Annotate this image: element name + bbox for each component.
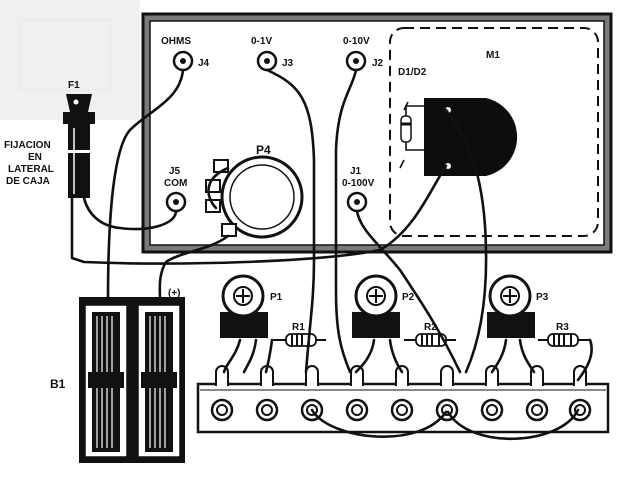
trimmer-p2 <box>352 274 400 338</box>
label-j1-name: 0-100V <box>342 178 375 189</box>
label-fix-line1: FIJACION <box>4 140 51 151</box>
label-j1-id: J1 <box>350 166 362 177</box>
label-j5-id: J5 <box>169 166 181 177</box>
label-j4-id: J4 <box>198 58 210 69</box>
terminal-lug <box>305 365 319 386</box>
terminal-lug <box>350 365 364 386</box>
resistor-r3 <box>538 333 590 347</box>
label-fix-line3: LATERAL <box>8 164 54 175</box>
trimmer-p1 <box>220 274 268 338</box>
terminal-lug <box>485 365 499 386</box>
trimmer-p3 <box>487 274 535 338</box>
label-j3-id: J3 <box>282 58 294 69</box>
label-battery: B1 <box>50 377 66 391</box>
label-trim2: P2 <box>402 292 415 303</box>
wiring <box>70 68 593 441</box>
label-j3-name: 0-1V <box>251 36 272 47</box>
fuse-holder-f1 <box>63 94 95 198</box>
label-j4-name: OHMS <box>161 36 191 47</box>
label-j2-id: J2 <box>372 58 384 69</box>
resistor-r1 <box>272 333 326 347</box>
terminal-screw-center <box>351 404 363 416</box>
label-battery-plus: (+) <box>168 288 181 299</box>
label-res3: R3 <box>556 322 569 333</box>
labels: OHMS J4 0-1V J3 0-10V J2 M1 D1/D2 P4 J5 … <box>4 36 569 391</box>
battery-holder-b1 <box>79 297 185 463</box>
label-res1: R1 <box>292 322 305 333</box>
meter-body <box>424 98 518 176</box>
resistor-r2 <box>404 333 456 347</box>
terminal-screw-center <box>261 404 273 416</box>
label-diodes: D1/D2 <box>398 67 427 78</box>
label-meter-id: M1 <box>486 50 500 61</box>
terminal-screw-center <box>531 404 543 416</box>
label-pot-main: P4 <box>256 143 271 157</box>
terminal-screws <box>210 365 592 422</box>
label-fuse: F1 <box>68 80 80 91</box>
label-res2: R2 <box>424 322 437 333</box>
jack-j1 <box>346 191 368 213</box>
label-j5-name: COM <box>164 178 187 189</box>
diodes-d1-d2 <box>399 101 424 169</box>
terminal-screw-center <box>396 404 408 416</box>
terminal-lug <box>440 365 454 386</box>
label-trim1: P1 <box>270 292 283 303</box>
jack-j3 <box>256 50 278 72</box>
label-fix-line2: EN <box>28 152 42 163</box>
terminal-screw-center <box>486 404 498 416</box>
jack-j4 <box>172 50 194 72</box>
jack-j5 <box>165 191 187 213</box>
terminal-screw-center <box>216 404 228 416</box>
jack-j2 <box>345 50 367 72</box>
label-fix-line4: DE CAJA <box>6 176 50 187</box>
label-j2-name: 0-10V <box>343 36 370 47</box>
terminal-lug <box>395 365 409 386</box>
label-trim3: P3 <box>536 292 549 303</box>
front-panel <box>141 12 613 254</box>
meter-outline <box>389 27 599 237</box>
